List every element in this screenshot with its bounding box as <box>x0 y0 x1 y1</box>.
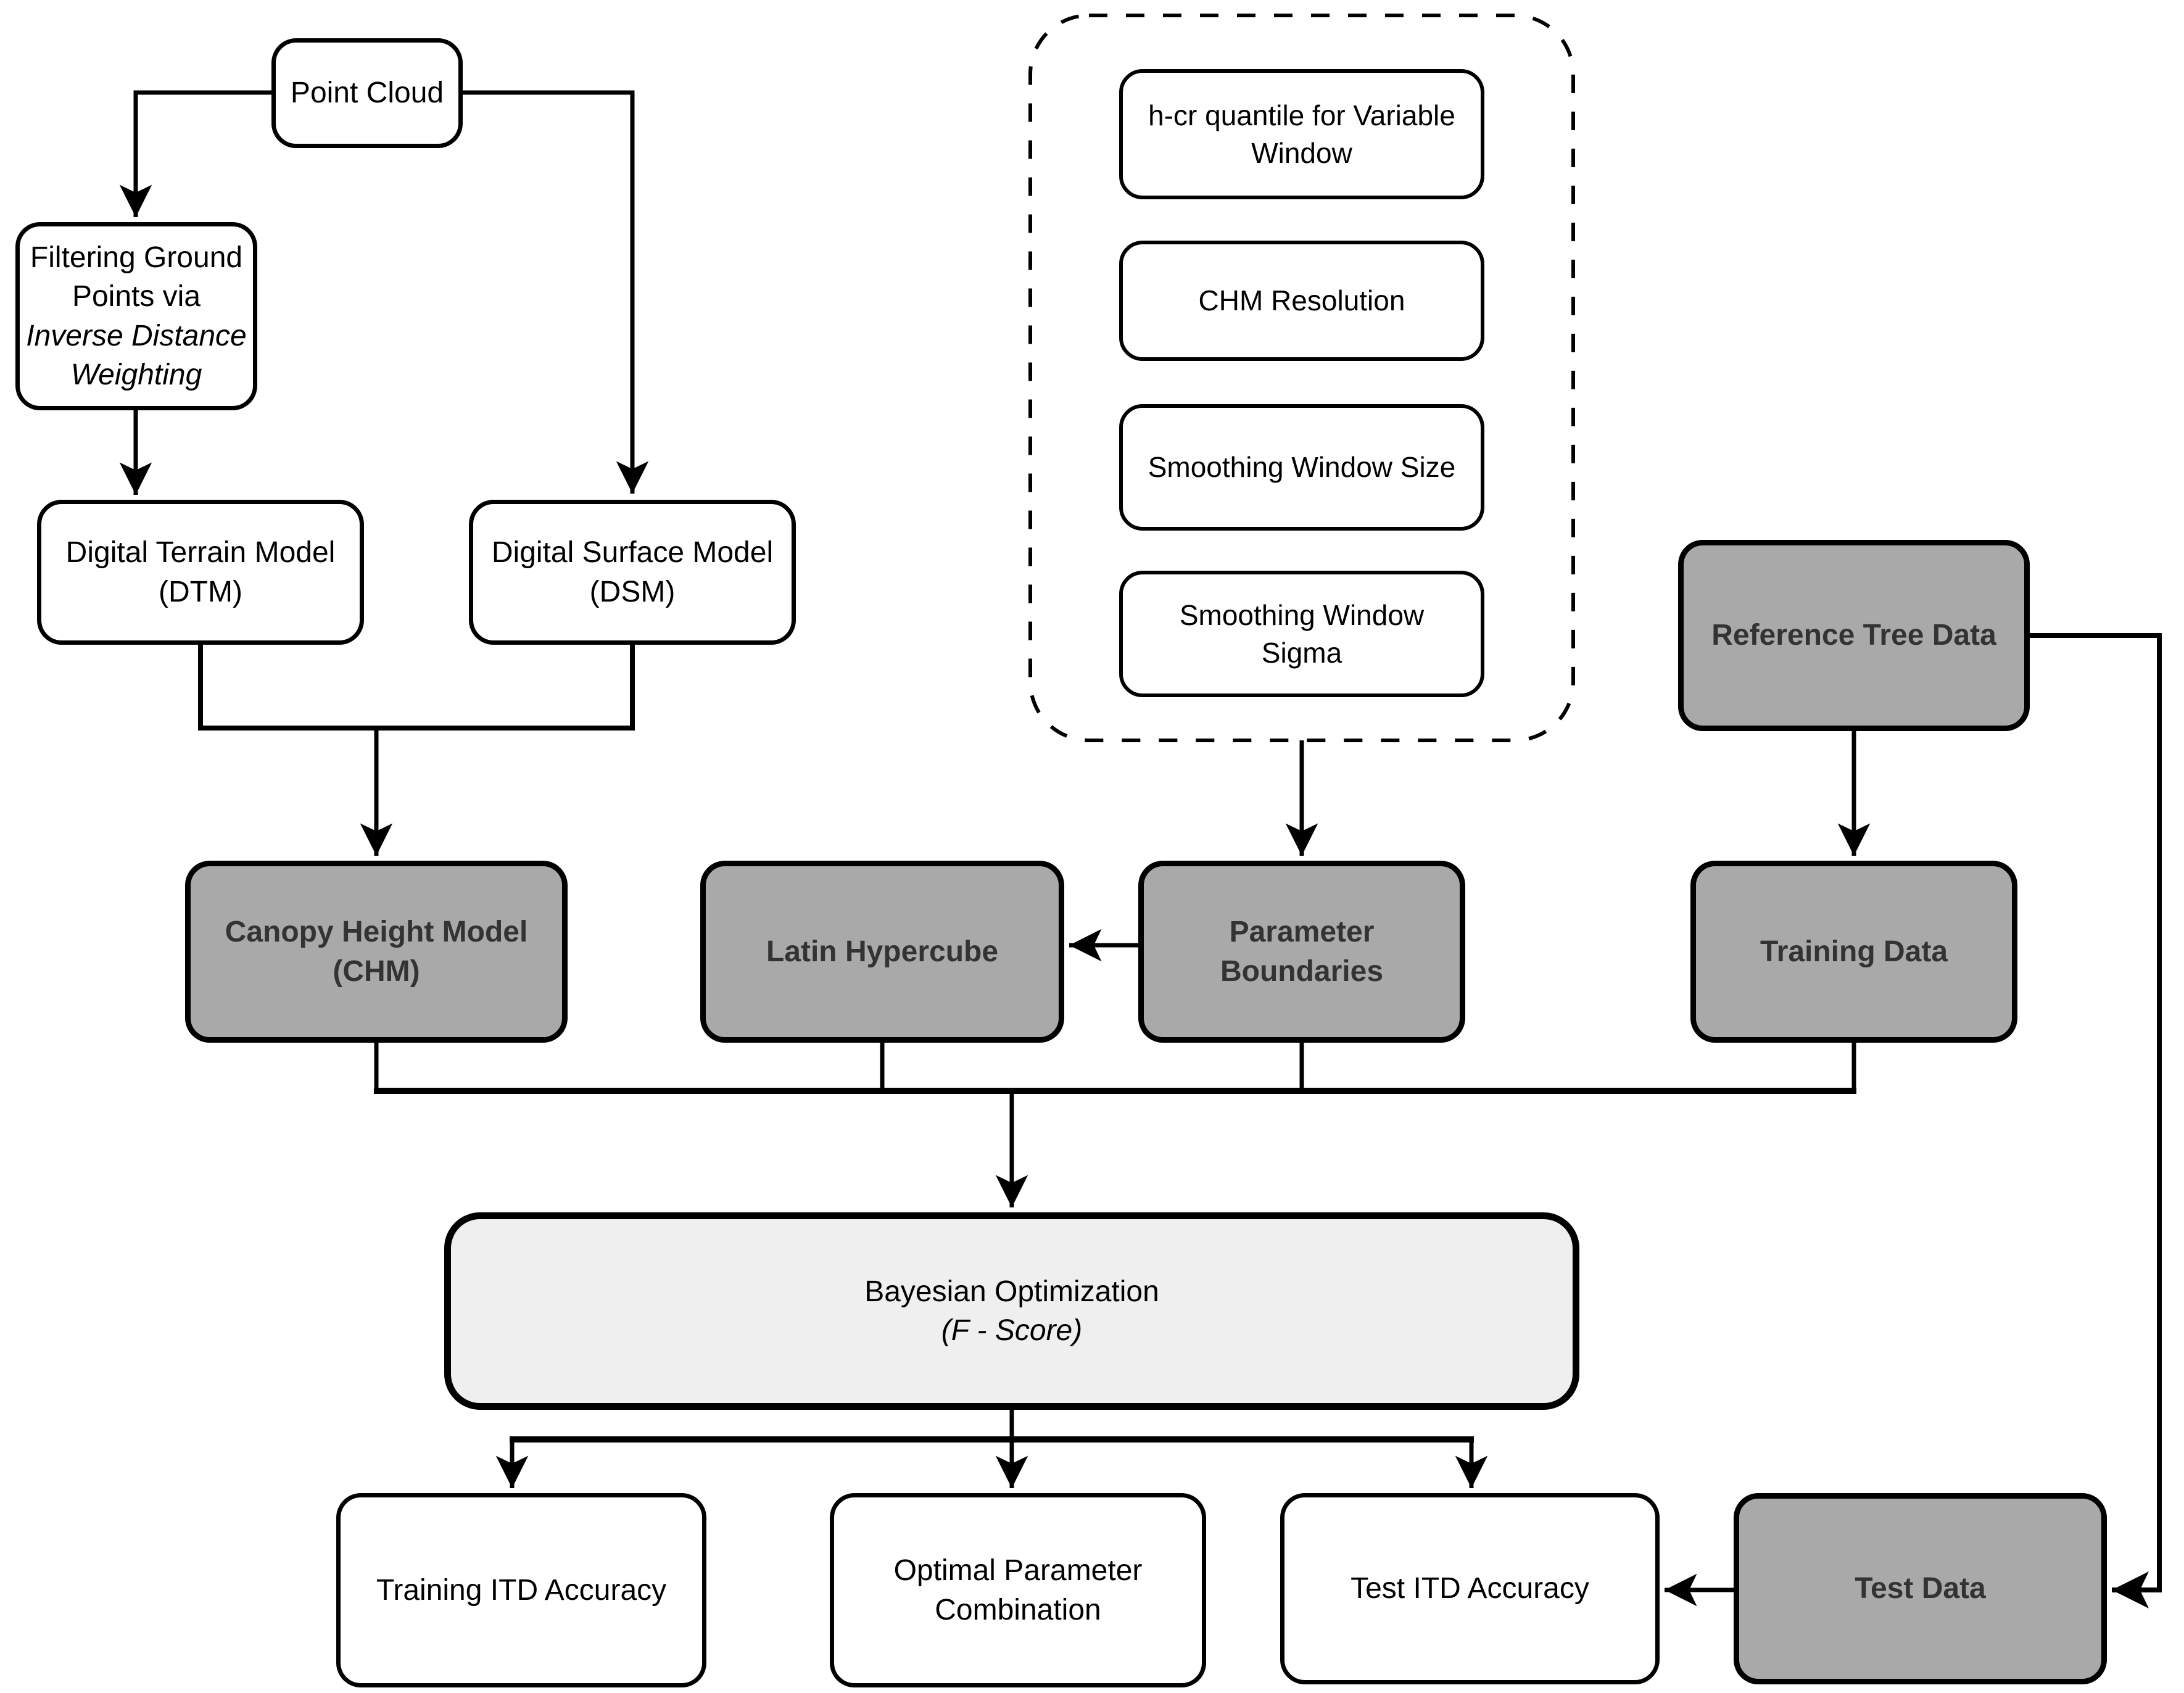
node-training-itd-accuracy-label: Training ITD Accuracy <box>376 1573 667 1607</box>
node-dsm-label: Digital Surface Model (DSM) <box>491 536 774 608</box>
node-smoothing-window-size-label: Smoothing Window Size <box>1148 451 1456 484</box>
node-filtering-line3: Weighting <box>70 358 202 391</box>
node-chm-resolution: CHM Resolution <box>1119 241 1484 361</box>
node-hcr-quantile-label: h-cr quantile for Variable Window <box>1148 99 1455 169</box>
node-hcr-quantile: h-cr quantile for Variable Window <box>1119 69 1484 199</box>
edge-dtm-dsm-merge-bus <box>198 645 635 731</box>
edge-pointcloud-to-dsm <box>463 90 649 494</box>
node-filtering-line2: Inverse Distance <box>26 319 247 352</box>
node-reference-tree-data: Reference Tree Data <box>1678 540 2030 731</box>
node-training-itd-accuracy: Training ITD Accuracy <box>336 1493 706 1687</box>
node-optimal-parameter-combination-label: Optimal Parameter Combination <box>893 1554 1143 1626</box>
node-test-itd-accuracy-label: Test ITD Accuracy <box>1351 1572 1589 1605</box>
node-filtering-line1: Filtering Ground Points via <box>30 241 243 313</box>
node-training-data: Training Data <box>1690 861 2017 1043</box>
node-smoothing-window-sigma: Smoothing Window Sigma <box>1119 571 1484 697</box>
node-bayesian-line2: (F - Score) <box>941 1314 1083 1347</box>
node-point-cloud: Point Cloud <box>271 38 463 148</box>
node-dtm-label: Digital Terrain Model (DTM) <box>65 536 336 608</box>
node-dsm: Digital Surface Model (DSM) <box>469 500 796 645</box>
edge-reference-to-test-data <box>2030 633 2162 1608</box>
node-reference-tree-data-label: Reference Tree Data <box>1711 619 1996 652</box>
node-test-data-label: Test Data <box>1855 1572 1986 1605</box>
node-smoothing-window-sigma-label: Smoothing Window Sigma <box>1179 598 1425 669</box>
node-parameter-boundaries: Parameter Boundaries <box>1138 861 1465 1043</box>
node-latin-hypercube-label: Latin Hypercube <box>766 935 999 968</box>
node-dtm: Digital Terrain Model (DTM) <box>37 500 364 645</box>
node-smoothing-window-size: Smoothing Window Size <box>1119 404 1484 531</box>
node-test-data: Test Data <box>1734 1493 2107 1684</box>
node-chm-resolution-label: CHM Resolution <box>1198 284 1405 317</box>
edge-pointcloud-to-filtering <box>119 90 271 217</box>
node-bayesian-line1: Bayesian Optimization <box>864 1275 1159 1308</box>
node-chm-label: Canopy Height Model (CHM) <box>225 916 528 988</box>
node-point-cloud-label: Point Cloud <box>290 77 444 110</box>
node-test-itd-accuracy: Test ITD Accuracy <box>1280 1493 1660 1684</box>
node-filtering-ground-points: Filtering Ground Points via Inverse Dist… <box>15 222 257 410</box>
node-bayesian-optimization: Bayesian Optimization (F - Score) <box>444 1212 1579 1410</box>
node-optimal-parameter-combination: Optimal Parameter Combination <box>830 1493 1206 1687</box>
parameter-group-container <box>1028 14 1575 742</box>
node-chm: Canopy Height Model (CHM) <box>185 861 568 1043</box>
node-parameter-boundaries-label: Parameter Boundaries <box>1220 916 1384 988</box>
node-training-data-label: Training Data <box>1760 935 1948 968</box>
node-latin-hypercube: Latin Hypercube <box>700 861 1064 1043</box>
